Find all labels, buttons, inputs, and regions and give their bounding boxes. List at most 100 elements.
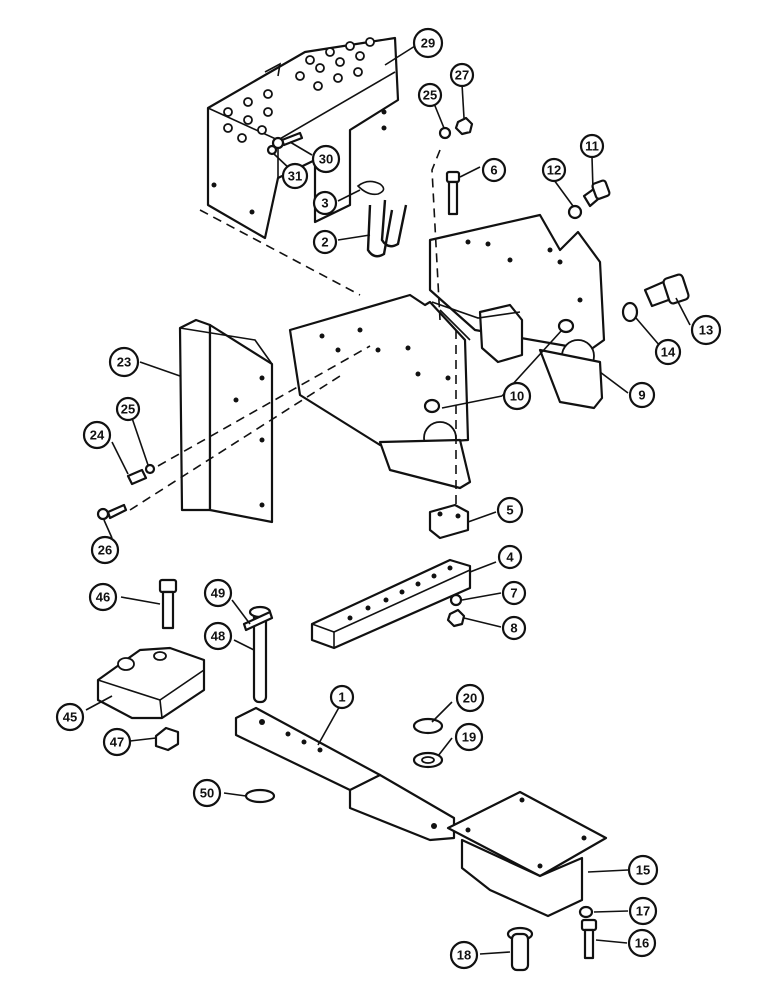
callout-label-11: 11 [585,139,599,154]
clevis-part-45 [96,646,206,720]
washer-part-14 [621,301,639,323]
callout-label-48: 48 [211,629,225,644]
clip-part-50 [244,788,276,804]
callout-label-29: 29 [421,36,435,51]
callout-49: 49 [203,578,233,608]
callout-1: 1 [329,684,355,710]
callout-31: 31 [281,162,309,190]
callout-23: 23 [108,346,140,378]
drawbar-plate-part-4 [310,558,472,650]
callout-45: 45 [55,702,85,732]
callout-label-45: 45 [63,710,77,725]
callout-25a: 25 [417,82,443,108]
callout-label-24: 24 [90,428,105,443]
bolt-part-30 [271,131,304,150]
nut-part-8 [446,608,466,628]
washer-part-25-top [438,126,452,140]
washer-part-19 [412,751,444,769]
callout-5: 5 [496,496,524,524]
clip-part-3 [356,180,385,196]
callout-50: 50 [192,778,222,808]
callout-47: 47 [102,727,132,757]
callout-label-9: 9 [638,388,645,403]
callout-8: 8 [501,615,527,641]
callouts: 29 27 25 30 31 11 12 6 3 2 13 14 23 9 10… [55,27,722,970]
callout-14: 14 [654,338,682,366]
pin-part-18 [506,926,534,972]
callout-18: 18 [449,940,479,970]
callout-label-2: 2 [321,235,328,250]
callout-7: 7 [501,580,527,606]
bolt-part-6 [445,170,461,216]
callout-label-31: 31 [288,169,302,184]
callout-4: 4 [497,544,523,570]
callout-label-10: 10 [510,389,524,404]
callout-label-23: 23 [117,355,131,370]
callout-label-7: 7 [510,586,517,601]
callout-20: 20 [455,683,485,713]
nut-part-47 [154,726,180,752]
support-part-15 [446,790,608,918]
callout-label-47: 47 [110,735,124,750]
callout-label-50: 50 [200,786,214,801]
washer-part-25-side [144,463,156,475]
callout-label-4: 4 [506,550,514,565]
callout-12: 12 [541,157,567,183]
callout-9: 9 [628,381,656,409]
leader-lines [85,45,691,955]
callout-27: 27 [449,62,475,88]
bolt-part-13 [643,273,690,308]
callout-6: 6 [481,157,507,183]
washer-part-31 [266,144,278,156]
callout-label-13: 13 [699,323,713,338]
callout-13: 13 [690,314,722,346]
callout-15: 15 [627,854,659,886]
hitch-frame [288,213,606,490]
callout-48: 48 [203,621,233,651]
callout-label-12: 12 [547,163,561,178]
callout-label-26: 26 [98,543,112,558]
spring-washer-part-20 [412,717,444,735]
bolt-part-26 [96,503,128,521]
nut-part-17 [578,905,594,919]
callout-label-19: 19 [462,730,476,745]
callout-label-14: 14 [661,345,676,360]
callout-24: 24 [82,420,112,450]
callout-label-17: 17 [636,904,650,919]
callout-label-5: 5 [506,503,513,518]
callout-label-25a: 25 [423,88,437,103]
callout-label-25b: 25 [121,402,135,417]
callout-10: 10 [502,381,532,411]
callout-label-46: 46 [96,590,110,605]
lock-pin-part-49 [242,610,274,632]
callout-16: 16 [627,928,657,958]
callout-label-49: 49 [211,586,225,601]
callout-30: 30 [311,144,341,174]
block-part-5 [428,503,470,540]
callout-25b: 25 [115,396,141,422]
drawbar-part-1 [234,706,456,842]
callout-label-3: 3 [321,196,328,211]
side-bracket-part-23 [178,318,274,524]
alignment-lines [129,149,457,511]
u-bolt-part-2 [366,199,408,258]
callout-label-6: 6 [490,163,497,178]
callout-label-27: 27 [455,68,469,83]
callout-label-30: 30 [319,152,333,167]
callout-11: 11 [579,133,605,159]
callout-2: 2 [312,229,338,255]
callout-label-15: 15 [636,863,650,878]
callout-label-18: 18 [457,948,471,963]
callout-17: 17 [628,896,658,926]
callout-29: 29 [412,27,444,59]
bolt-part-16 [580,918,598,960]
callout-26: 26 [90,535,120,565]
bolt-part-11 [582,179,611,208]
callout-46: 46 [88,582,118,612]
bolt-part-46 [158,578,178,630]
bolt-part-24 [126,468,148,486]
callout-3: 3 [312,190,338,216]
washer-part-7 [449,593,463,607]
callout-label-1: 1 [338,690,345,705]
